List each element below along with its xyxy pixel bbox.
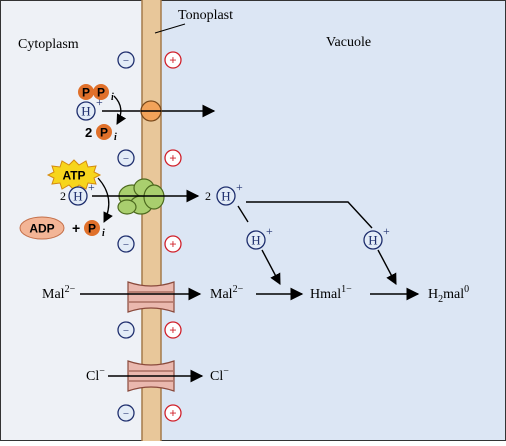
protonation-arrow [261, 249, 281, 285]
hmal-label: Hmal1− [310, 284, 352, 302]
malate-transport: Mal2− Mal2− Hmal1− H2mal0 [42, 281, 469, 313]
plus-charge: + [164, 149, 182, 167]
vacuole-label: Vacuole [326, 35, 371, 50]
minus-charge: − [117, 404, 135, 422]
vacuole-region [152, 0, 506, 441]
tonoplast-leader-line [154, 23, 186, 34]
svg-text:2: 2 [85, 125, 92, 140]
plus-charge: + [164, 404, 182, 422]
svg-text:ATP: ATP [62, 169, 85, 183]
chloride-vacuole-label: Cl− [210, 366, 229, 384]
svg-text:+: + [169, 406, 176, 421]
tonoplast-label: Tonoplast [178, 8, 233, 23]
svg-text:+: + [236, 180, 243, 194]
svg-text:−: − [123, 239, 129, 251]
svg-text:i: i [111, 92, 114, 103]
plus-charge: + [164, 235, 182, 253]
svg-text:+: + [169, 237, 176, 252]
ppi-hydrolysis-curve [113, 95, 127, 125]
proton-ion: 2 H + [60, 180, 95, 206]
vacuole-protons: 2 H + H + H + [205, 180, 397, 285]
minus-charge: − [117, 149, 135, 167]
chloride-cytoplasm-label: Cl− [86, 366, 105, 384]
minus-charge: − [117, 51, 135, 69]
svg-text:+: + [383, 224, 390, 238]
svg-text:−: − [123, 153, 129, 165]
protonation-arrow [377, 249, 397, 285]
svg-text:i: i [114, 132, 117, 143]
svg-text:i: i [102, 228, 105, 239]
svg-text:P: P [88, 222, 96, 236]
chloride-transport: Cl− Cl− [86, 360, 229, 392]
svg-text:+: + [169, 151, 176, 166]
svg-text:P: P [100, 126, 108, 140]
svg-text:+: + [96, 95, 103, 109]
malate-cytoplasm-label: Mal2− [42, 284, 76, 302]
phosphate-product: 2 P i [85, 124, 117, 143]
svg-text:2: 2 [205, 189, 211, 203]
h2mal-label: H2mal0 [428, 284, 469, 305]
svg-text:ADP: ADP [29, 222, 54, 236]
svg-text:−: − [123, 55, 129, 67]
cytoplasm-label: Cytoplasm [18, 37, 79, 52]
charge-markers: − + − + − + − + − + [117, 51, 182, 422]
minus-charge: − [117, 235, 135, 253]
proton-branch-line [237, 205, 249, 223]
atp-hydrolysis-curve [97, 177, 113, 223]
svg-text:H: H [81, 104, 90, 119]
svg-text:H: H [368, 233, 377, 248]
plus-charge: + [164, 51, 182, 69]
proton-ion: H + [246, 224, 273, 250]
svg-text:−: − [123, 408, 129, 420]
svg-text:+: + [266, 224, 273, 238]
pyrophosphate-icon: P P i [78, 84, 114, 103]
svg-text:H: H [251, 233, 260, 248]
svg-text:−: − [123, 325, 129, 337]
svg-text:+: + [169, 323, 176, 338]
malate-transporter [127, 281, 175, 313]
proton-distribution-line [246, 201, 373, 229]
svg-text:H: H [221, 189, 230, 204]
svg-text:H: H [73, 189, 82, 204]
plus-charge: + [164, 321, 182, 339]
proton-ion: 2 H + [205, 180, 243, 206]
malate-vacuole-label: Mal2− [210, 284, 244, 302]
adp-icon: ADP + P i [19, 216, 105, 240]
svg-text:P: P [97, 86, 105, 100]
svg-text:+: + [72, 220, 80, 236]
ppase-pump: P P i H + 2 P i [76, 84, 216, 143]
proton-ion: H + [363, 224, 390, 250]
minus-charge: − [117, 321, 135, 339]
svg-text:+: + [169, 53, 176, 68]
svg-text:2: 2 [60, 189, 66, 203]
svg-text:+: + [88, 180, 95, 194]
svg-text:P: P [82, 86, 90, 100]
proton-ion: H + [76, 95, 103, 121]
h-atpase: ATP 2 H + ADP + P i [19, 159, 200, 240]
